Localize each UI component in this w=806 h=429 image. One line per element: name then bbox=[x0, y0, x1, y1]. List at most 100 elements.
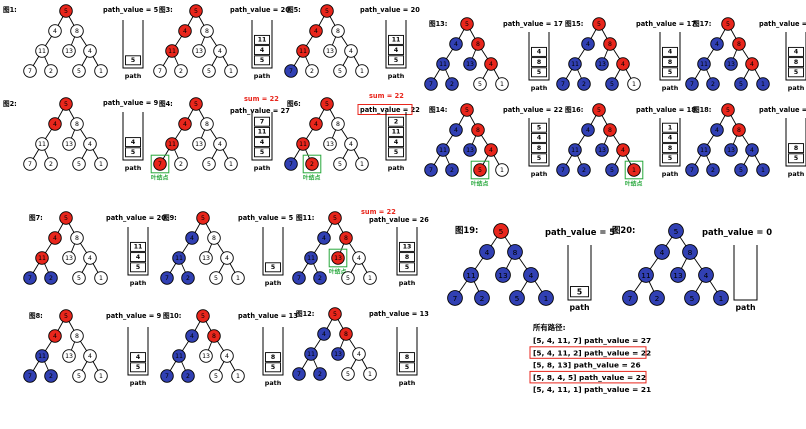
tree-node-value: 5 bbox=[478, 81, 482, 88]
stack-cell bbox=[662, 143, 678, 154]
stack-cell bbox=[788, 143, 804, 154]
tree-node bbox=[473, 77, 487, 91]
tree-node bbox=[595, 143, 609, 157]
tree-node-value: 5 bbox=[207, 68, 211, 75]
path-stack bbox=[528, 118, 550, 167]
result-line: [5, 8, 13] path_value = 26 bbox=[533, 361, 641, 370]
stack-cell bbox=[130, 262, 146, 273]
tree-node-value: 7 bbox=[453, 294, 458, 303]
tree-node-value: 2 bbox=[49, 275, 53, 282]
tree-node bbox=[153, 64, 167, 78]
tree-node bbox=[70, 24, 84, 38]
tree-node bbox=[577, 77, 591, 91]
tree-node-value: 5 bbox=[77, 373, 81, 380]
tree-node bbox=[474, 290, 490, 306]
tree-node-value: 5 bbox=[64, 8, 68, 15]
tree-node bbox=[83, 44, 97, 58]
tree-node bbox=[192, 137, 206, 151]
tree-node bbox=[556, 163, 570, 177]
stack-cell-value: 5 bbox=[394, 57, 398, 64]
tree-node bbox=[59, 4, 73, 18]
tree-node-value: 5 bbox=[338, 161, 342, 168]
sum-label: sum = 22 bbox=[369, 92, 404, 100]
tree-node bbox=[493, 223, 509, 239]
tree-node bbox=[339, 231, 353, 245]
tree-node bbox=[62, 44, 76, 58]
tree-node bbox=[94, 64, 108, 78]
tree-node-value: 4 bbox=[750, 147, 754, 154]
stack-cell-value: 8 bbox=[537, 59, 541, 66]
path-value-label: path_value = 5 bbox=[103, 6, 159, 14]
stack-cell-value: 4 bbox=[537, 49, 542, 56]
tree-node-value: 2 bbox=[711, 167, 715, 174]
tree-node-value: 5 bbox=[499, 227, 504, 236]
tree-node bbox=[48, 117, 62, 131]
stack-cell bbox=[254, 55, 270, 66]
tree-node bbox=[313, 367, 327, 381]
stack-label: path bbox=[388, 164, 405, 172]
tree-node bbox=[732, 37, 746, 51]
tree-node-value: 7 bbox=[28, 68, 32, 75]
tree-node bbox=[160, 271, 174, 285]
tree-node bbox=[577, 163, 591, 177]
tree-node bbox=[495, 267, 511, 283]
tree-node-value: 4 bbox=[190, 235, 194, 242]
tree-node-value: 2 bbox=[186, 275, 190, 282]
tree-node bbox=[48, 329, 62, 343]
tree-node bbox=[83, 251, 97, 265]
stack-cell-value: 11 bbox=[392, 129, 401, 136]
tree-node-value: 5 bbox=[739, 81, 743, 88]
tree-node-value: 11 bbox=[38, 255, 46, 262]
tree-node bbox=[581, 123, 595, 137]
stack-label: path bbox=[788, 170, 805, 178]
stack-cell-value: 5 bbox=[260, 149, 264, 156]
stack-cell bbox=[388, 45, 404, 56]
tree-node-value: 13 bbox=[466, 147, 474, 154]
tree-node-value: 7 bbox=[297, 371, 301, 378]
stack-cell bbox=[388, 147, 404, 158]
path-value-label: path_value = 5 bbox=[545, 227, 615, 237]
tree-node bbox=[181, 271, 195, 285]
stack-cell bbox=[662, 67, 678, 78]
tree-node-value: 11 bbox=[38, 141, 46, 148]
tree-node bbox=[165, 44, 179, 58]
tree-node-value: 13 bbox=[326, 48, 334, 55]
tree-node-value: 8 bbox=[336, 121, 340, 128]
tree-node-value: 1 bbox=[632, 167, 636, 174]
stack-cell bbox=[788, 46, 804, 57]
tree-node-value: 4 bbox=[621, 147, 625, 154]
tree-node bbox=[333, 64, 347, 78]
tree-node-value: 4 bbox=[489, 61, 493, 68]
stack-cell-value: 5 bbox=[136, 364, 140, 371]
stack-cell bbox=[570, 286, 589, 298]
tree-node bbox=[199, 349, 213, 363]
stack-cell bbox=[254, 137, 270, 148]
tree-node-value: 4 bbox=[715, 41, 719, 48]
leaf-highlight-box bbox=[150, 154, 170, 174]
stack-cell bbox=[388, 126, 404, 137]
tree-node bbox=[213, 137, 227, 151]
stack-cell bbox=[531, 132, 547, 143]
tree-node bbox=[344, 137, 358, 151]
panel-title: 图16: bbox=[565, 105, 583, 114]
path-stack bbox=[659, 118, 681, 167]
stack-cell-value: 8 bbox=[405, 354, 409, 361]
tree-node-value: 1 bbox=[632, 81, 636, 88]
tree-node bbox=[713, 290, 729, 306]
stack-label: path bbox=[399, 279, 416, 287]
stack-cell-value: 5 bbox=[405, 264, 409, 271]
tree-node bbox=[734, 77, 748, 91]
stack-label: path bbox=[399, 379, 416, 387]
tree-node-value: 4 bbox=[53, 235, 57, 242]
tree-node bbox=[220, 251, 234, 265]
panel-title: 图19: bbox=[455, 225, 478, 235]
tree-node bbox=[174, 157, 188, 171]
stack-cell-value: 4 bbox=[260, 47, 265, 54]
tree-node bbox=[698, 267, 714, 283]
leaf-highlight-box bbox=[302, 154, 322, 174]
stack-label: path bbox=[662, 84, 679, 92]
stack-cell bbox=[531, 67, 547, 78]
tree-node bbox=[756, 163, 770, 177]
